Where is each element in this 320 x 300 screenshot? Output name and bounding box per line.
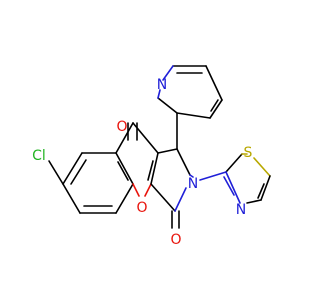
thiazole-sulfur-label: S bbox=[244, 145, 253, 161]
thiazole-ring bbox=[223, 153, 271, 204]
thiazole-nitrogen-label: N bbox=[236, 202, 246, 218]
structure-canvas: Cl O O N O N bbox=[32, 65, 271, 248]
carbonyl-top-oxygen-label: O bbox=[116, 119, 127, 135]
pyridine-nitrogen-label: N bbox=[157, 77, 167, 93]
benzene-ring bbox=[62, 152, 134, 214]
chlorine-label: Cl bbox=[32, 148, 46, 164]
c-cl-bond bbox=[48, 160, 64, 185]
molecule-structure: Cl O O N O N bbox=[32, 65, 271, 248]
lactam-ring bbox=[150, 148, 194, 212]
n-thiazolyl-bond bbox=[199, 171, 227, 181]
lactam-nitrogen-label: N bbox=[188, 176, 198, 192]
ring-oxygen-label: O bbox=[136, 200, 147, 216]
pyridine-ring bbox=[157, 65, 223, 119]
carbonyl-bottom-oxygen-label: O bbox=[170, 232, 181, 248]
